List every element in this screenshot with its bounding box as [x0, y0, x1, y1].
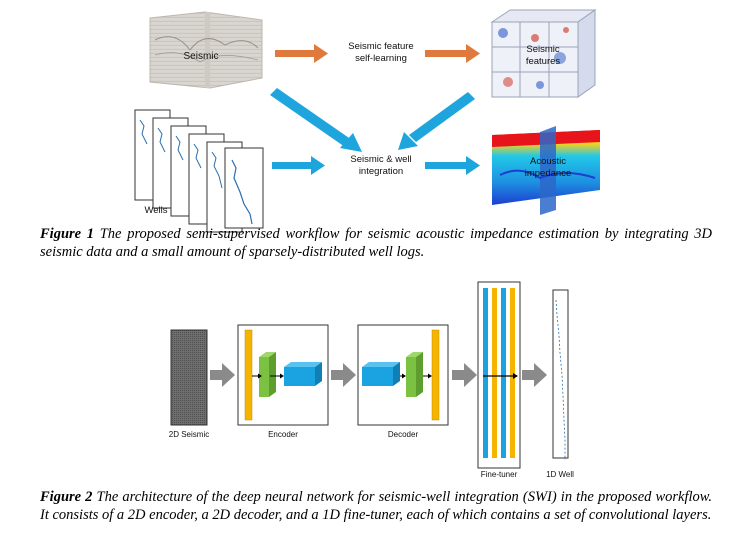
grey-arrow-4 — [522, 363, 547, 387]
figure-2-caption-text: The architecture of the deep neural netw… — [40, 489, 712, 523]
figure-1-caption-prefix: Figure 1 — [40, 226, 95, 242]
blue-arrow-features-to-integration — [398, 92, 475, 150]
seismic-2d-label: 2D Seismic — [168, 430, 210, 439]
grey-arrow-2 — [331, 363, 356, 387]
seismic-features-label: Seismic features — [525, 44, 561, 67]
wells-label: Wells — [144, 205, 168, 216]
wells-image — [134, 109, 264, 233]
fine-tuner-label: Fine-tuner — [480, 470, 518, 479]
encoder-block — [237, 324, 329, 426]
acoustic-impedance-label: Acoustic impedance — [524, 156, 572, 179]
figure-1-caption: Figure 1 The proposed semi-supervised wo… — [40, 225, 712, 261]
decoder-label: Decoder — [387, 430, 419, 439]
orange-arrow-2 — [425, 44, 480, 63]
seismic-features-cube-image — [490, 9, 597, 98]
well-1d-label: 1D Well — [546, 470, 574, 479]
seismic-label: Seismic — [183, 51, 219, 62]
fine-tuner-block — [477, 281, 521, 469]
feature-learning-label: Seismic feature self-learning — [348, 41, 414, 64]
figure-2-caption: Figure 2 The architecture of the deep ne… — [40, 488, 712, 524]
blue-arrow-wells-to-integration — [272, 156, 325, 175]
seismic-2d-input-image — [170, 329, 208, 426]
blue-arrow-seismic-to-integration — [270, 88, 362, 152]
acoustic-impedance-image — [492, 126, 600, 215]
well-1d-output-image — [552, 289, 569, 460]
encoder-label: Encoder — [268, 430, 298, 439]
blue-arrow-integration-to-impedance — [425, 156, 480, 175]
grey-arrow-3 — [452, 363, 477, 387]
orange-arrow-1 — [275, 44, 328, 63]
figure-1-caption-text: The proposed semi-supervised workflow fo… — [40, 226, 712, 260]
decoder-block — [357, 324, 449, 426]
seismic-volume-image — [149, 11, 263, 89]
grey-arrow-1 — [210, 363, 235, 387]
figure-2-caption-prefix: Figure 2 — [40, 489, 93, 505]
integration-label: Seismic & well integration — [350, 154, 412, 177]
